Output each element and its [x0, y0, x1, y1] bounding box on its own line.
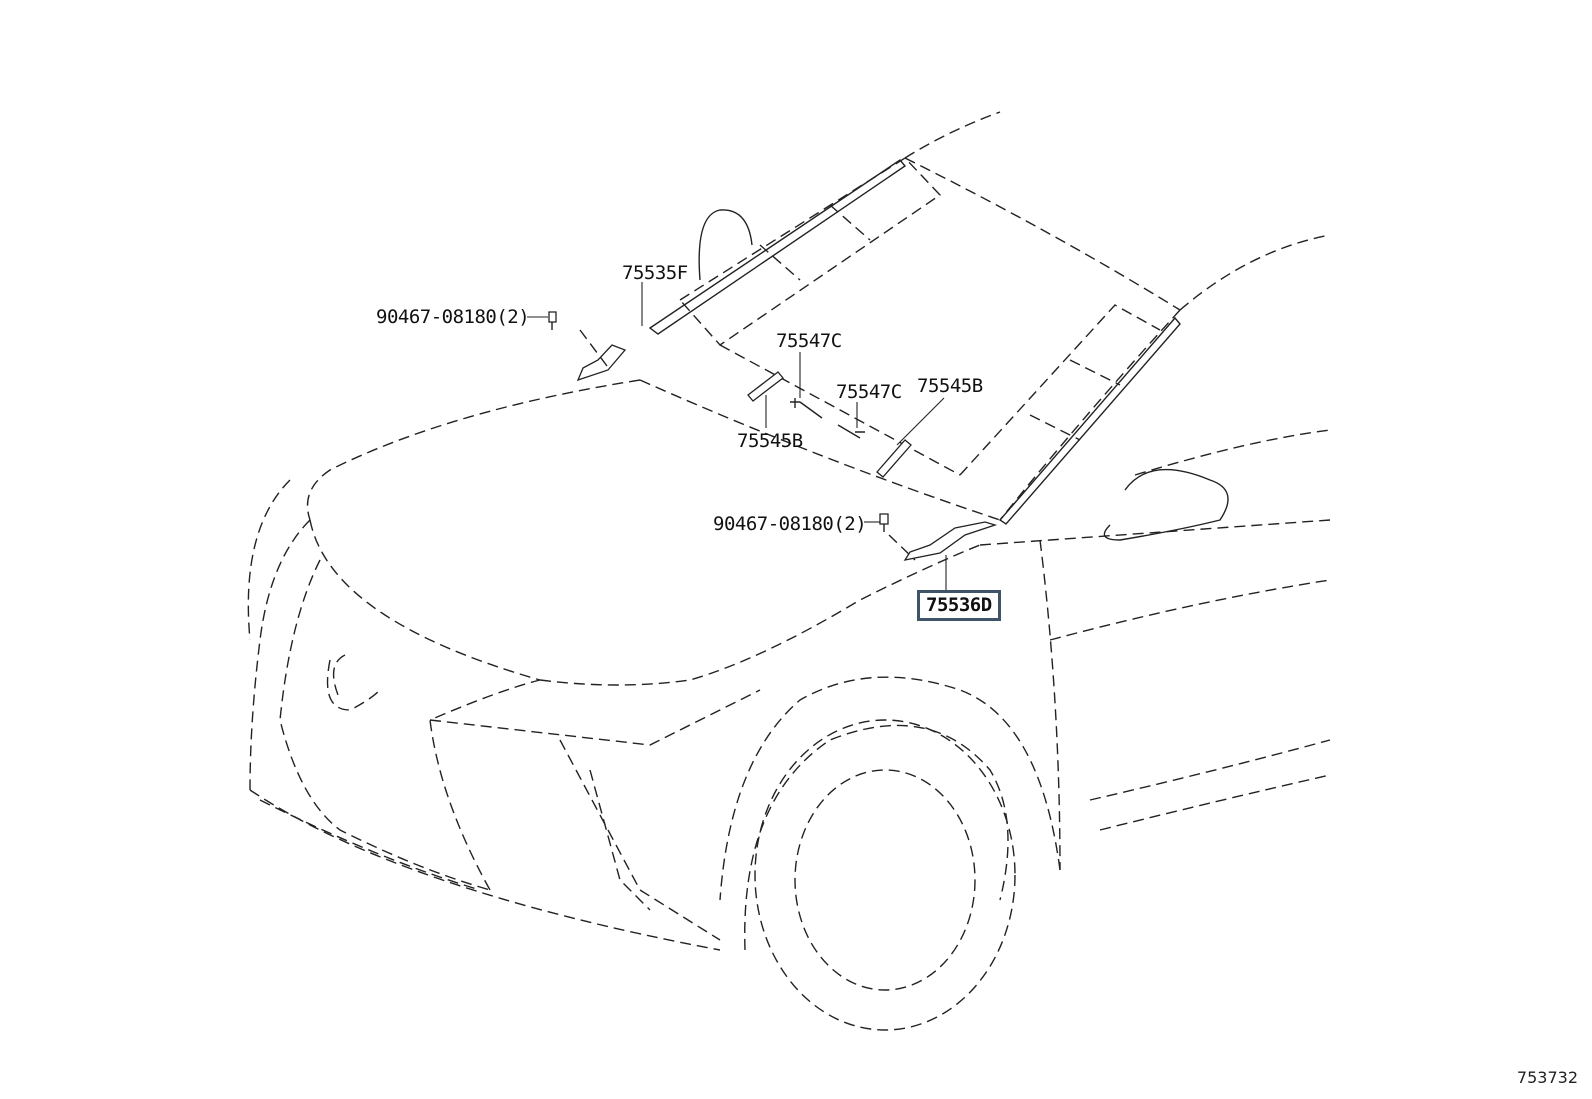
callout-75547c-lower: 75547C [836, 381, 902, 403]
diagram-id: 753732 [1516, 1068, 1578, 1087]
callout-75536d-highlighted[interactable]: 75536D [917, 590, 1001, 621]
callout-75545b-left: 75545B [737, 430, 803, 452]
callout-90467-08180-lower: 90467-08180(2) [713, 513, 867, 535]
callout-75545b-right: 75545B [917, 375, 983, 397]
callout-75547c-upper: 75547C [776, 330, 842, 352]
callout-90467-08180-upper: 90467-08180(2) [376, 306, 530, 328]
callout-75535f: 75535F [622, 262, 688, 284]
